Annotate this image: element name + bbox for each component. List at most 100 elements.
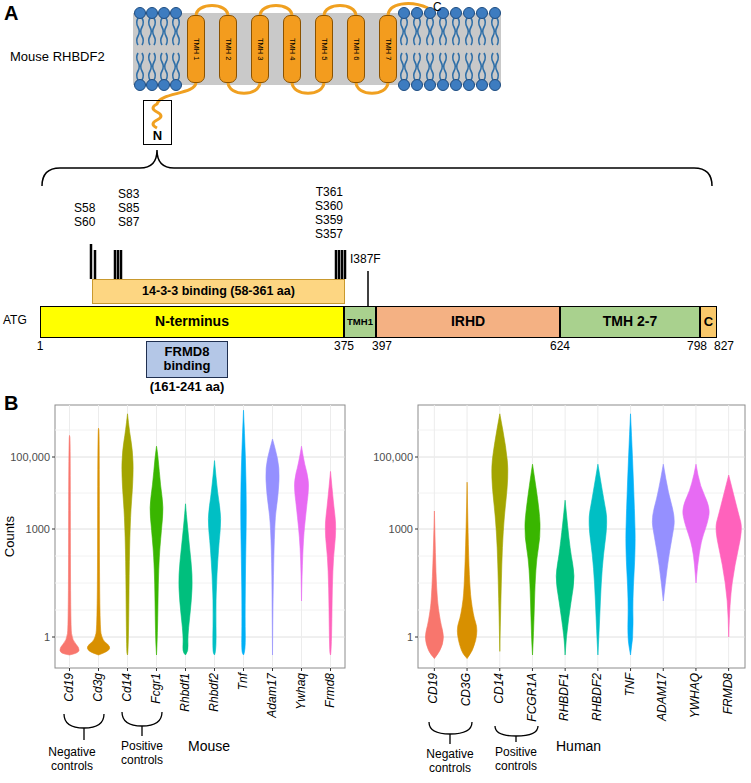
site-tick [341,250,344,279]
gene-label: RHBDF1 [558,673,572,721]
helix: TMH 1 [187,15,205,83]
lipid-tail [427,18,434,80]
gene-label: Adam17 [266,673,280,718]
node-label: N [153,129,162,143]
node-label: TMH1 [347,317,373,327]
gene-label: YWHAQ [689,673,703,718]
helix: TMH 3 [251,15,269,83]
lipid-tail [149,18,156,80]
axis-tick [330,668,331,671]
violin [179,504,192,655]
binding-region: 14-3-3 binding (58-361 aa) [92,279,345,304]
helix: TMH 6 [347,15,365,83]
lipid-head [147,8,158,19]
group-label: Negative controls [419,748,481,776]
site-tick [120,250,123,279]
membrane-band [133,13,501,85]
site-tick [344,250,347,279]
axis-tick [243,668,244,671]
axis-tick [52,637,55,638]
helix: TMH 7 [379,15,397,83]
lipid-head [159,80,170,91]
node-label: TMH 6 [352,38,360,61]
lipid-head [490,80,501,91]
axis-tick [98,668,99,671]
axis-tick [532,668,533,671]
lipid-head [399,80,410,91]
binding-region: FRMD8 binding (161-241 aa) [146,341,228,394]
gene-label: Rhbdf1 [179,673,193,712]
lipid-head [147,80,158,91]
terminus-label: C [433,1,442,15]
lipid-tail [479,18,486,80]
violin [325,471,335,655]
violin [457,482,477,658]
loop [356,82,388,93]
lipid-head [451,8,462,19]
lipid-head [464,80,475,91]
node-label: TMH 3 [256,38,264,61]
site-label: S359 [315,214,343,228]
mutation-label: I387F [350,253,381,267]
tick-label: 100,000 [373,451,413,464]
domain-segment: N-terminus [40,306,344,338]
protein-name: Mouse RHBDF2 [10,50,105,65]
panel-letter: B [4,392,18,415]
loop [228,82,260,93]
node-label: TMH 1 [192,38,200,61]
violin [626,414,635,655]
lipid-tail [161,18,168,80]
gene-label: Rhbdf2 [208,673,222,712]
site-label: S60 [74,216,95,230]
node-label: TMH 4 [288,38,296,61]
lipid-tail [440,18,447,80]
site-label: S58 [74,202,95,216]
node-label: FRMD8 binding [146,341,228,378]
axis-tick [69,668,70,671]
violin [294,446,308,601]
residue-number: 624 [550,340,570,354]
gene-label: Frmd8 [324,673,338,708]
gene-label: Cd19 [63,673,77,702]
site-label: S360 [315,200,343,214]
violin [241,410,247,655]
domain-segment: TMH 2-7 [560,306,700,338]
group-label: Positive controls [487,746,545,774]
lipid-tail [401,18,408,80]
gene-label: Cd14 [121,673,135,702]
gene-label: ADAM17 [656,673,670,721]
plot-panel [418,405,745,668]
lipid-tail [173,18,180,80]
node-sublabel: (161-241 aa) [150,380,224,394]
axis-tick [695,668,696,671]
violin [683,464,709,583]
node-label: TMH 5 [320,38,328,61]
residue-number: 1 [37,340,44,354]
bracket [495,726,538,742]
gene-label: FRMD8 [722,673,736,714]
helix: TMH 2 [219,15,237,83]
axis-tick [185,668,186,671]
lipid-head [451,80,462,91]
violin [556,500,574,655]
violin [425,511,443,659]
lipid-head [412,80,423,91]
residue-number: 375 [334,340,354,354]
bracket [429,722,472,744]
site-ticks [91,244,345,279]
gene-label: Fcgr1 [150,673,164,704]
domain-segment: C [700,306,717,338]
violin [589,464,607,655]
gene-label: TNF [624,673,638,696]
group-label: Positive controls [113,740,171,768]
axis-tick [127,668,128,671]
lipid-head [425,80,436,91]
site-tick [114,250,117,279]
lipid-tail [453,18,460,80]
gene-label: Ywhaq [295,673,309,710]
lipid-tail [466,18,473,80]
violin [492,414,508,652]
domain-segment: IRHD [376,306,560,338]
